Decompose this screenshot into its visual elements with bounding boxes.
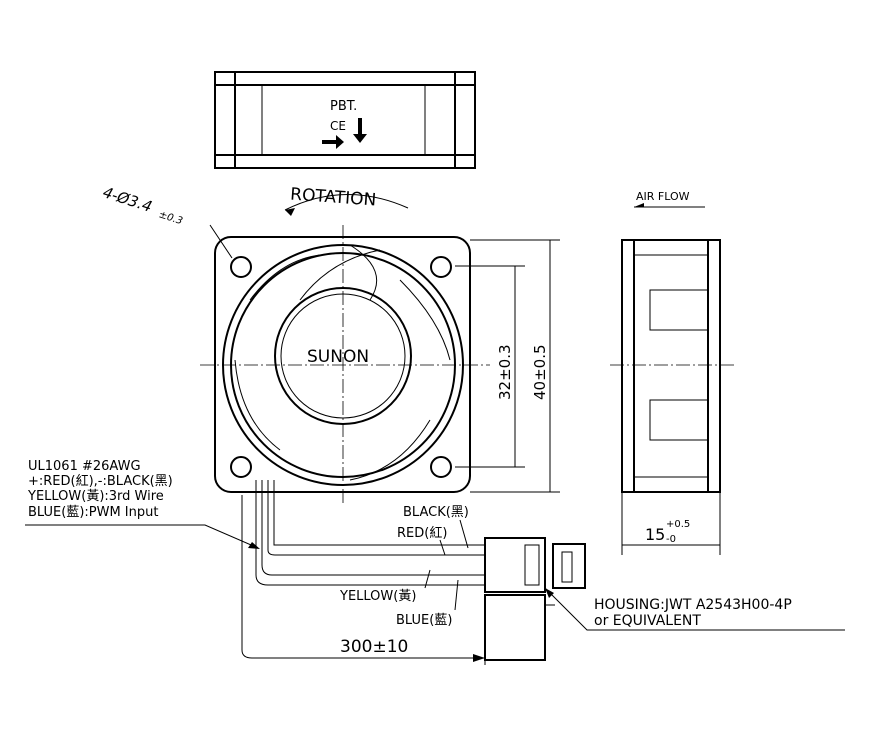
lead-wires: 300±10	[241, 480, 486, 665]
wire-spec-line: +:RED(紅),-:BLACK(黑)	[28, 474, 173, 489]
wire-spec-line: BLUE(藍):PWM Input	[28, 505, 158, 520]
housing-note: HOUSING:JWT A2543H00-4P or EQUIVALENT	[544, 587, 845, 631]
side-view: AIR FLOW 15 +0.5 -0	[610, 190, 735, 555]
depth-dimension: 15	[645, 525, 665, 544]
wire-spec-line: UL1061 #26AWG	[28, 459, 141, 474]
depth-tol-minus: -0	[666, 534, 676, 545]
rotation-label: ROTATION	[290, 185, 377, 211]
wire-color-labels: BLACK(黑) RED(紅) YELLOW(黃) BLUE(藍)	[339, 505, 469, 628]
lead-length-dimension: 300±10	[340, 637, 408, 657]
airflow-label: AIR FLOW	[636, 190, 690, 203]
red-wire-label: RED(紅)	[397, 526, 447, 541]
size-dimension: 40±0.5	[531, 344, 549, 400]
rotation-arrow-icon	[322, 135, 344, 149]
yellow-wire-label: YELLOW(黃)	[339, 589, 416, 604]
wire-spec-note: UL1061 #26AWG +:RED(紅),-:BLACK(黑) YELLOW…	[25, 459, 260, 549]
mounting-holes	[230, 256, 452, 478]
top-view: PBT. CE	[214, 71, 476, 169]
airflow-arrow-icon	[353, 118, 367, 143]
brand-label: SUNON	[307, 347, 369, 367]
wire-spec-line: YELLOW(黃):3rd Wire	[27, 489, 164, 504]
material-label: PBT.	[330, 99, 357, 114]
hole-pitch-dimension: 32±0.3	[496, 344, 514, 400]
black-wire-label: BLACK(黑)	[403, 505, 469, 520]
blue-wire-label: BLUE(藍)	[396, 613, 452, 628]
connector	[484, 537, 586, 661]
housing-line-2: or EQUIVALENT	[594, 613, 701, 629]
ce-mark: CE	[330, 119, 346, 133]
hole-tolerance: ±0.3	[157, 209, 184, 227]
housing-line-1: HOUSING:JWT A2543H00-4P	[594, 597, 792, 613]
depth-tol-plus: +0.5	[666, 519, 690, 530]
front-view: ROTATION 4-Ø3.4 ±0.3 SUNON 32±0.3 40	[101, 183, 560, 505]
hole-spec: 4-Ø3.4	[101, 183, 155, 216]
